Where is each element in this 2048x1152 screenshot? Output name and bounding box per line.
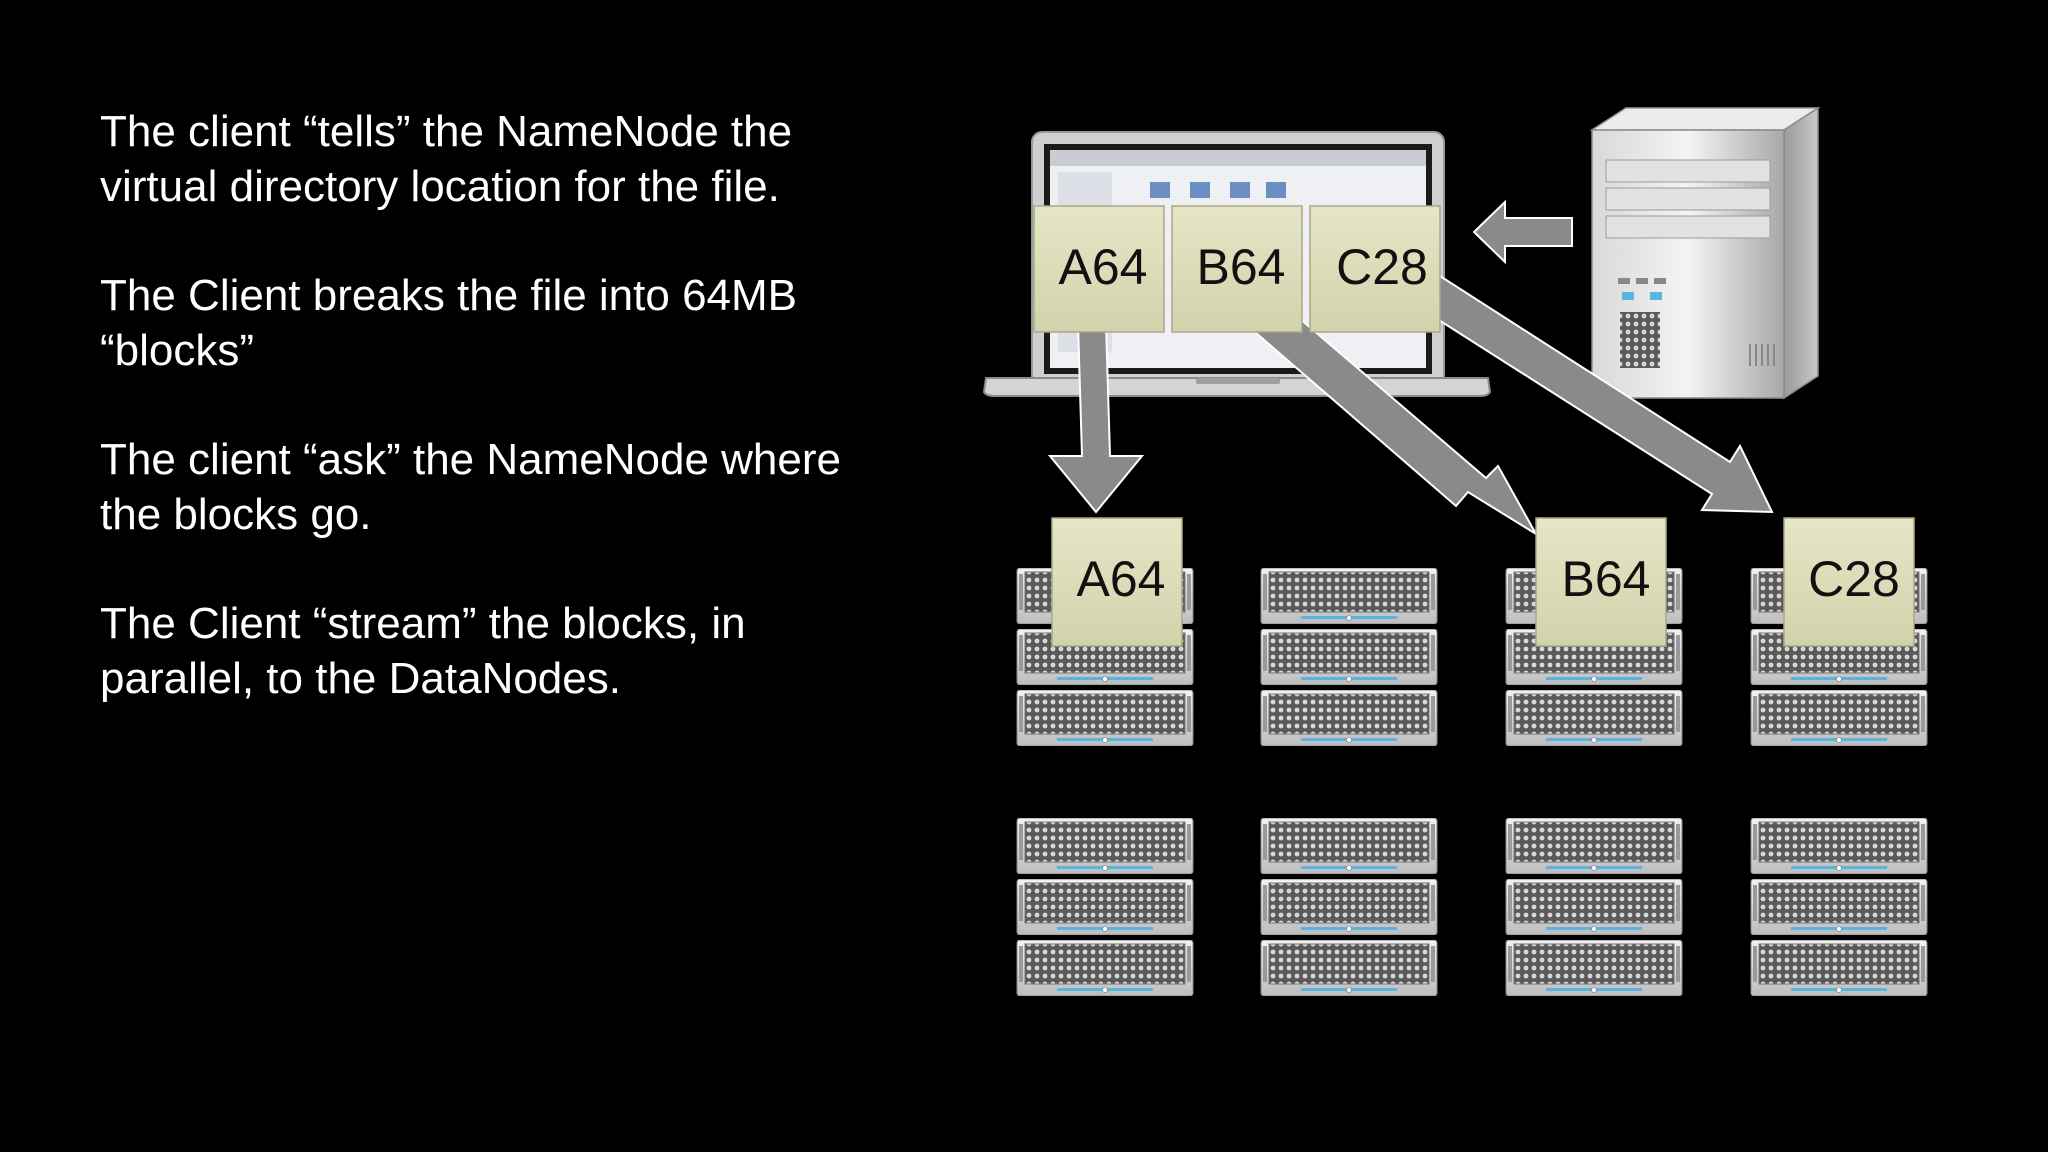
rack-server-icon [1016,818,1194,996]
rack-unit [1750,940,1928,996]
paragraph-1: The client “tells” the NameNode the virt… [100,104,920,214]
explanation-text: The client “tells” the NameNode the virt… [100,104,920,760]
paragraph-4-line-1: The Client “stream” the blocks, in [100,599,746,648]
paragraph-3: The client “ask” the NameNode where the … [100,432,920,542]
rack-unit [1260,690,1438,746]
client-block-c28: C28 [1309,205,1441,333]
rack-unit [1016,818,1194,874]
paragraph-2-line-2: “blocks” [100,326,255,375]
rack-unit [1505,940,1683,996]
paragraph-2-line-1: The Client breaks the file into 64MB [100,271,798,320]
rack-unit [1260,568,1438,624]
arrow-a64 [1047,323,1145,514]
rack-unit [1260,818,1438,874]
rack-server-icon [1260,818,1438,996]
rack-unit [1505,690,1683,746]
svg-text:A64: A64 [1077,551,1166,607]
rack-server-icon [1505,818,1683,996]
paragraph-4-line-2: parallel, to the DataNodes. [100,654,621,703]
client-block-b64: B64 [1171,205,1303,333]
svg-text:B64: B64 [1197,239,1286,295]
rack-server-icon [1750,818,1928,996]
rack-unit [1505,879,1683,935]
namenode-to-client-arrow [1472,199,1573,265]
rack-unit [1750,879,1928,935]
block-arrows [1047,274,1774,537]
svg-text:B64: B64 [1562,551,1651,607]
paragraph-3-line-1: The client “ask” the NameNode where [100,435,841,484]
datanode-blocks: A64 B64 C28 [1051,517,1915,647]
arrow-c28 [1418,274,1774,514]
svg-text:A64: A64 [1059,239,1148,295]
paragraph-2: The Client breaks the file into 64MB “bl… [100,268,920,378]
datanode-block-a64: A64 [1051,517,1183,647]
paragraph-1-line-2: virtual directory location for the file. [100,162,780,211]
client-block-a64: A64 [1033,205,1165,333]
rack-unit [1260,879,1438,935]
svg-text:C28: C28 [1808,551,1900,607]
client-blocks: A64 B64 C28 [1033,205,1441,333]
rack-unit [1260,940,1438,996]
rack-unit [1505,818,1683,874]
paragraph-1-line-1: The client “tells” the NameNode the [100,107,793,156]
datanode-block-b64: B64 [1535,517,1667,647]
rack-unit [1016,940,1194,996]
rack-server-icon [1260,568,1438,746]
rack-unit [1750,818,1928,874]
tower-server-icon [1589,106,1821,400]
svg-text:C28: C28 [1336,239,1428,295]
paragraph-4: The Client “stream” the blocks, in paral… [100,596,920,706]
rack-unit [1016,690,1194,746]
rack-unit [1016,879,1194,935]
rack-unit [1750,690,1928,746]
paragraph-3-line-2: the blocks go. [100,490,372,539]
datanode-block-c28: C28 [1783,517,1915,647]
rack-unit [1260,629,1438,685]
